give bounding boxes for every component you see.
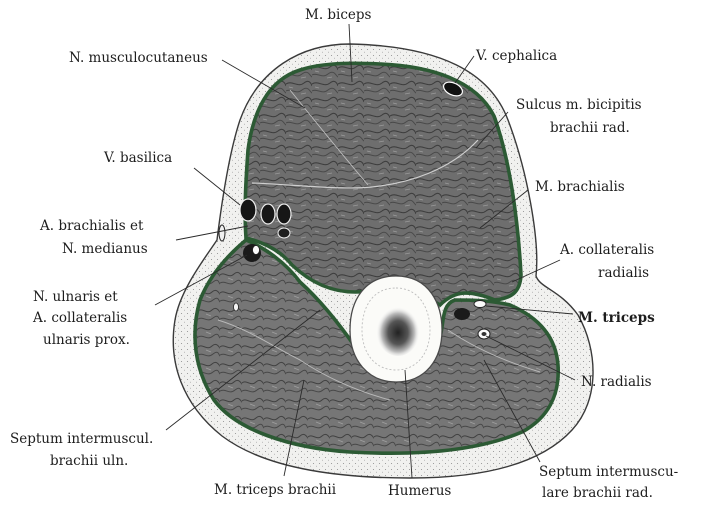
label-a-collateralis-radialis-line1: A. collateralis xyxy=(559,242,654,258)
label-m-biceps: M. biceps xyxy=(305,7,372,23)
label-n-ulnaris-line1: N. ulnaris et xyxy=(33,289,118,305)
humerus-bone xyxy=(350,276,442,382)
label-n-radialis: N. radialis xyxy=(581,374,652,390)
label-a-brachialis-line1: A. brachialis et xyxy=(39,218,144,234)
label-sulcus-line1: Sulcus m. bicipitis xyxy=(516,97,642,113)
label-humerus: Humerus xyxy=(388,483,451,499)
v-basilica-vessel xyxy=(219,225,225,241)
ulnar-nerve-vessel xyxy=(243,244,261,262)
label-n-ulnaris-line2: A. collateralis xyxy=(32,310,127,326)
label-v-cephalica: V. cephalica xyxy=(475,48,557,64)
label-m-brachialis: M. brachialis xyxy=(535,179,625,195)
small-vessel-triceps xyxy=(234,303,239,311)
label-septum-uln-line2: brachii uln. xyxy=(50,453,128,469)
label-m-triceps-brachii: M. triceps brachii xyxy=(214,482,337,498)
label-n-ulnaris-line3: ulnaris prox. xyxy=(43,332,130,348)
label-sulcus-line2: brachii rad. xyxy=(550,120,630,136)
label-septum-rad-line1: Septum intermuscu- xyxy=(539,464,678,480)
label-v-basilica: V. basilica xyxy=(103,150,172,166)
label-septum-rad-line2: lare brachii rad. xyxy=(542,485,653,501)
label-a-brachialis-line2: N. medianus xyxy=(62,241,148,257)
label-n-musculocutaneus: N. musculocutaneus xyxy=(69,50,208,66)
label-a-collateralis-radialis-line2: radialis xyxy=(598,265,649,281)
label-septum-uln-line1: Septum intermuscul. xyxy=(10,431,153,447)
label-m-triceps: M. triceps xyxy=(578,310,655,326)
